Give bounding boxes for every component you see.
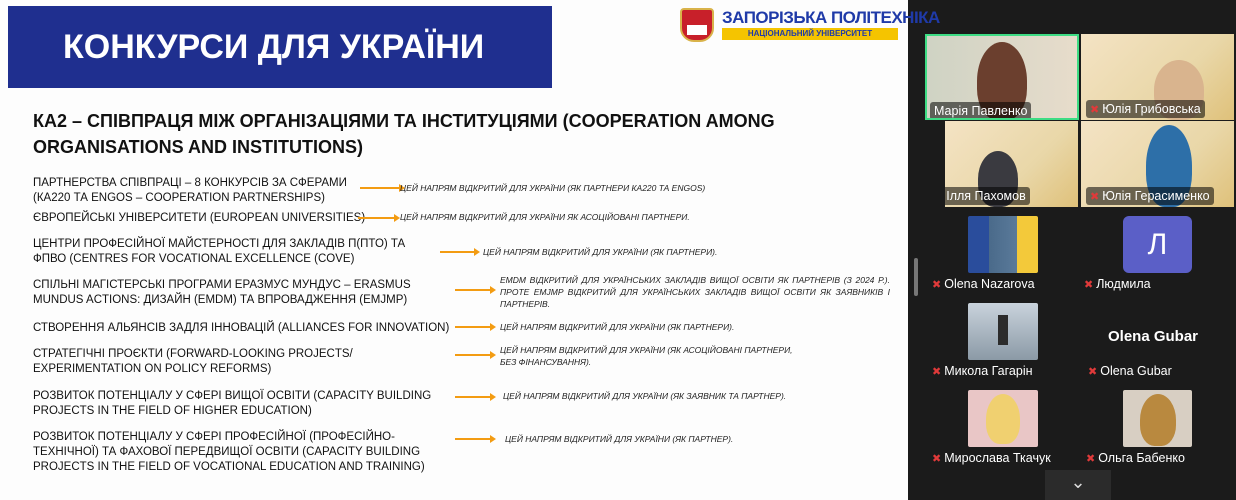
row-note: ЦЕЙ НАПРЯМ ВІДКРИТИЙ ДЛЯ УКРАЇНИ (ЯК ЗАЯ… — [503, 391, 787, 401]
row-label: ЦЕНТРИ ПРОФЕСІЙНОЇ МАЙСТЕРНОСТІ ДЛЯ ЗАКЛ… — [33, 238, 406, 265]
mic-muted-icon: ✖ — [932, 453, 942, 465]
row-note: ЦЕЙ НАПРЯМ ВІДКРИТИЙ ДЛЯ УКРАЇНИ (ЯК ПАР… — [483, 247, 718, 257]
row-note: ЦЕЙ НАПРЯМ ВІДКРИТИЙ ДЛЯ УКРАЇНИ (ЯК АСО… — [500, 345, 793, 367]
university-logo: ЗАПОРІЗЬКА ПОЛІТЕХНІКА НАЦІОНАЛЬНИЙ УНІВ… — [680, 8, 940, 44]
video-tile[interactable]: ✖Юлія Герасименко — [1081, 121, 1234, 207]
arrow-icon — [455, 351, 496, 359]
logo-name: ЗАПОРІЗЬКА ПОЛІТЕХНІКА — [722, 8, 940, 27]
video-tile[interactable]: ✖Ілля Пахомов — [945, 121, 1078, 207]
row-label: РОЗВИТОК ПОТЕНЦІАЛУ У СФЕРІ ПРОФЕСІЙНОЇ … — [33, 431, 425, 473]
participant-face — [1140, 394, 1176, 446]
row-note: ЦЕЙ НАПРЯМ ВІДКРИТИЙ ДЛЯ УКРАЇНИ (ЯК ПАР… — [400, 183, 706, 193]
arrow-icon — [440, 248, 480, 256]
mic-muted-icon: ✖ — [932, 366, 942, 378]
panel-resize-handle[interactable] — [914, 258, 918, 296]
arrow-icon — [360, 184, 405, 192]
row-label: СПІЛЬНІ МАГІСТЕРСЬКІ ПРОГРАМИ ЕРАЗМУС МУ… — [33, 279, 411, 306]
mic-muted-icon: ✖ — [932, 279, 942, 291]
participant-video[interactable] — [1123, 390, 1192, 447]
row-label: СТРАТЕГІЧНІ ПРОЄКТИ (FORWARD-LOOKING PRO… — [33, 348, 353, 375]
chevron-down-icon[interactable]: ⌄ — [1045, 470, 1111, 500]
participant-video[interactable] — [968, 390, 1038, 447]
participant-name: ✖Юлія Грибовська — [1086, 100, 1205, 118]
row-label: РОЗВИТОК ПОТЕНЦІАЛУ У СФЕРІ ВИЩОЇ ОСВІТИ… — [33, 390, 432, 417]
mic-muted-icon: ✖ — [1088, 366, 1098, 378]
video-tile[interactable]: Марія Павленко — [925, 34, 1079, 120]
participant-placeholder-name[interactable]: Olena Gubar — [1108, 328, 1199, 345]
participant-name: ✖Мирослава Ткачук — [932, 451, 1051, 465]
shield-icon — [680, 8, 714, 42]
row-note: ЦЕЙ НАПРЯМ ВІДКРИТИЙ ДЛЯ УКРАЇНИ (ЯК ПАР… — [505, 434, 734, 444]
participant-name: ✖Ілля Пахомов — [945, 187, 1030, 205]
slide-heading: КА2 – СПІВПРАЦЯ МІЖ ОРГАНІЗАЦІЯМИ ТА ІНС… — [33, 111, 775, 157]
participant-name: ✖Olena Gubar — [1088, 364, 1172, 378]
logo-subtitle: НАЦІОНАЛЬНИЙ УНІВЕРСИТЕТ — [722, 28, 898, 40]
participant-name: ✖Микола Гагарін — [932, 364, 1033, 378]
arrow-icon — [455, 435, 496, 443]
participant-video[interactable] — [968, 303, 1038, 360]
presentation-slide: КОНКУРСИ ДЛЯ УКРАЇНИ ЗАПОРІЗЬКА ПОЛІТЕХН… — [0, 0, 940, 500]
avatar[interactable]: Л — [1123, 216, 1192, 273]
mic-muted-icon: ✖ — [1090, 191, 1100, 203]
participant-name: ✖Юлія Герасименко — [1086, 187, 1214, 205]
participant-name: ✖Olena Nazarova — [932, 277, 1035, 291]
mic-muted-icon: ✖ — [1086, 453, 1096, 465]
row-label: ЄВРОПЕЙСЬКІ УНІВЕРСИТЕТИ (EUROPEAN UNIVE… — [33, 212, 366, 224]
participant-face — [986, 394, 1020, 444]
arrow-icon — [455, 286, 496, 294]
row-note: EMDM ВІДКРИТИЙ ДЛЯ УКРАЇНСЬКИХ ЗАКЛАДІВ … — [500, 275, 890, 309]
participant-name: ✖Ольга Бабенко — [1086, 451, 1185, 465]
participant-video[interactable] — [968, 216, 1038, 273]
arrow-icon — [358, 214, 400, 222]
participant-name: ✖Людмила — [1084, 277, 1151, 291]
row-note: ЦЕЙ НАПРЯМ ВІДКРИТИЙ ДЛЯ УКРАЇНИ (ЯК ПАР… — [500, 322, 735, 332]
arrow-icon — [455, 323, 496, 331]
mic-muted-icon: ✖ — [1090, 104, 1100, 116]
participant-name: Марія Павленко — [930, 102, 1032, 118]
row-label: ПАРТНЕРСТВА СПІВПРАЦІ – 8 КОНКУРСІВ ЗА С… — [33, 177, 347, 204]
video-tile[interactable]: ✖Юлія Грибовська — [1081, 34, 1234, 120]
row-label: СТВОРЕННЯ АЛЬЯНСІВ ЗАДЛЯ ІННОВАЦІЙ (ALLI… — [33, 322, 450, 334]
arrow-icon — [455, 393, 496, 401]
mic-muted-icon: ✖ — [1084, 279, 1094, 291]
person-silhouette — [998, 315, 1008, 345]
row-note: ЦЕЙ НАПРЯМ ВІДКРИТИЙ ДЛЯ УКРАЇНИ ЯК АСОЦ… — [400, 212, 690, 222]
slide-title: КОНКУРСИ ДЛЯ УКРАЇНИ — [8, 6, 552, 88]
